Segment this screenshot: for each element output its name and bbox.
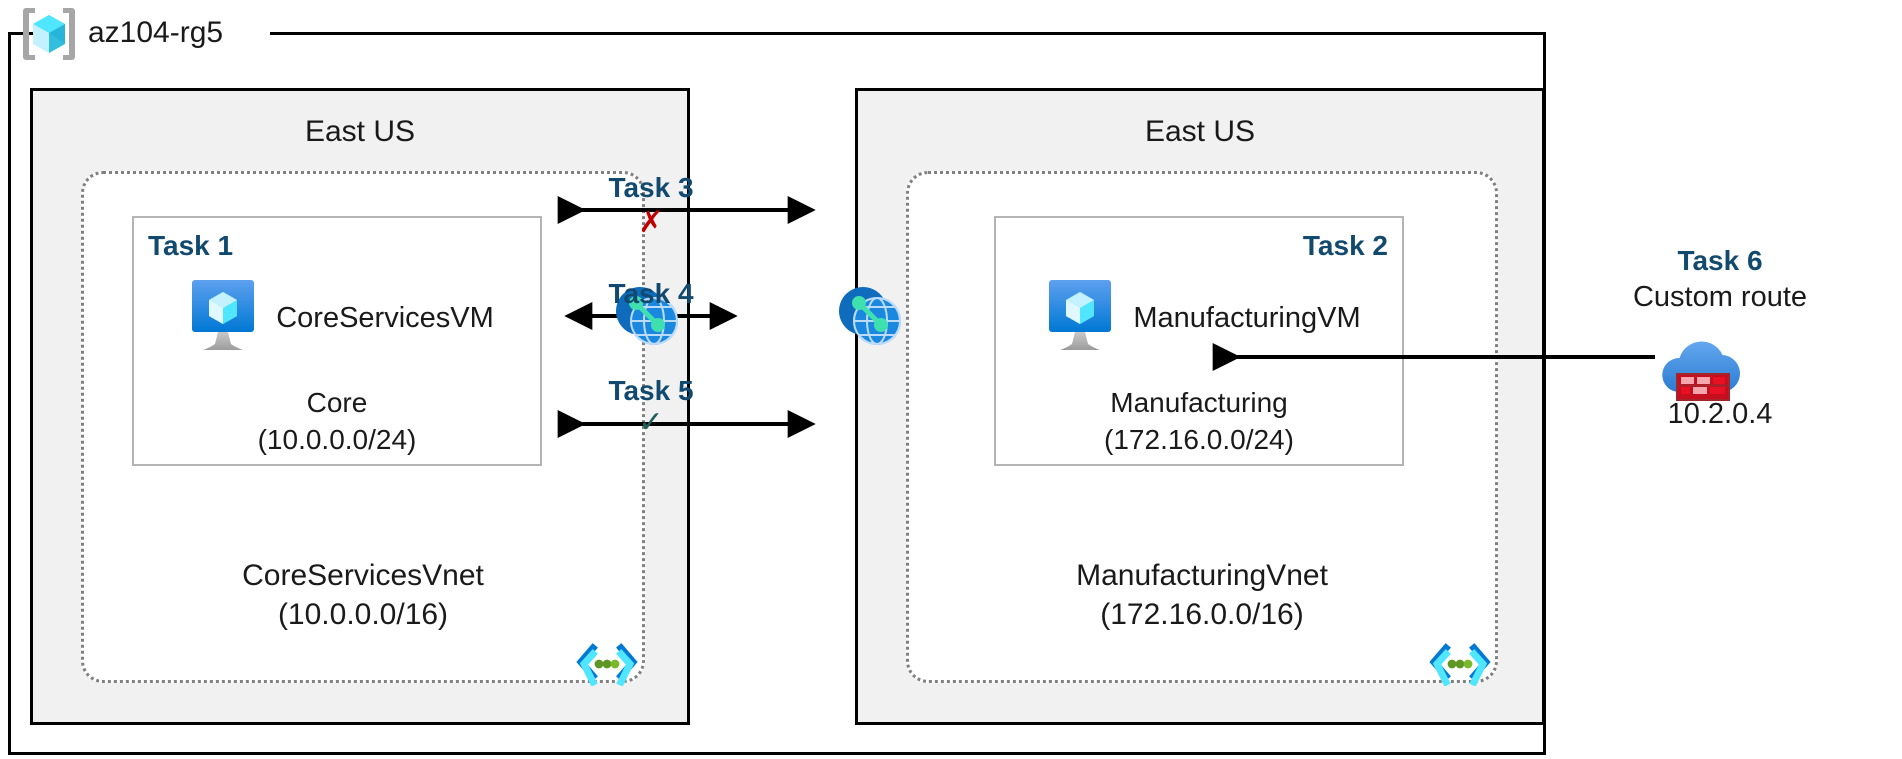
subnet-info-manufacturing: Manufacturing (172.16.0.0/24) (996, 384, 1402, 458)
vnet-cidr-core: (10.0.0.0/16) (277, 598, 449, 631)
custom-route-label: Custom route (1632, 281, 1808, 313)
vm-row-manufacturingvm: ManufacturingVM (996, 276, 1402, 361)
blocked-mark-task3: ✗ (638, 206, 664, 239)
region-box-right: East US Task 2 (855, 88, 1545, 725)
subnet-info-core: Core (10.0.0.0/24) (134, 384, 540, 458)
vnet-name-core: CoreServicesVnet (242, 559, 484, 592)
task-label-3: Task 3 (608, 172, 694, 203)
subnet-name-manufacturing: Manufacturing (1110, 387, 1288, 418)
subnet-name-core: Core (306, 387, 368, 418)
subnet-cidr-manufacturing: (172.16.0.0/24) (1104, 424, 1294, 455)
resource-group-label: az104-rg5 (88, 16, 224, 49)
vnet-cidr-manufacturing: (172.16.0.0/16) (1100, 598, 1304, 631)
subnet-cidr-core: (10.0.0.0/24) (257, 424, 417, 455)
vnet-peering-globe-icon-left (610, 283, 682, 349)
vnet-name-block-core: CoreServicesVnet (10.0.0.0/16) (84, 556, 642, 634)
custom-route-ip: 10.2.0.4 (1667, 398, 1773, 430)
region-box-left: East US Task 1 (30, 88, 690, 725)
region-label-right: East US (1144, 115, 1256, 148)
resource-group-cube-icon (18, 4, 80, 64)
task-label-4: Task 4 (608, 278, 694, 309)
subnet-brackets-icon-left (576, 642, 638, 687)
virtual-machine-icon (1037, 276, 1123, 361)
vm-row-coreservicesvm: CoreServicesVM (134, 276, 540, 361)
virtual-machine-icon (180, 276, 266, 361)
firewall-cloud-icon (1655, 330, 1745, 404)
subnet-manufacturing: Task 2 (994, 216, 1404, 466)
task-tag-2: Task 2 (1302, 230, 1388, 261)
subnet-brackets-icon-right (1429, 642, 1491, 687)
resource-group-title-gap (60, 18, 270, 48)
task-tag-1: Task 1 (148, 230, 234, 261)
task-label-5: Task 5 (608, 375, 694, 406)
subnet-core: Task 1 (132, 216, 542, 466)
task-label-6: Task 6 (1677, 245, 1763, 276)
allowed-mark-task5: ✓ (638, 406, 664, 439)
vm-name-manufacturingvm: ManufacturingVM (1133, 302, 1361, 334)
vnet-name-manufacturing: ManufacturingVnet (1076, 559, 1328, 592)
vnet-coreservicesvnet: Task 1 (81, 171, 645, 687)
vnet-peering-globe-icon-right (833, 283, 905, 349)
vnet-name-block-manufacturing: ManufacturingVnet (172.16.0.0/16) (909, 556, 1495, 634)
region-label-left: East US (304, 115, 416, 148)
vm-name-coreservicesvm: CoreServicesVM (276, 302, 494, 334)
vnet-manufacturingvnet: Task 2 (906, 171, 1498, 687)
